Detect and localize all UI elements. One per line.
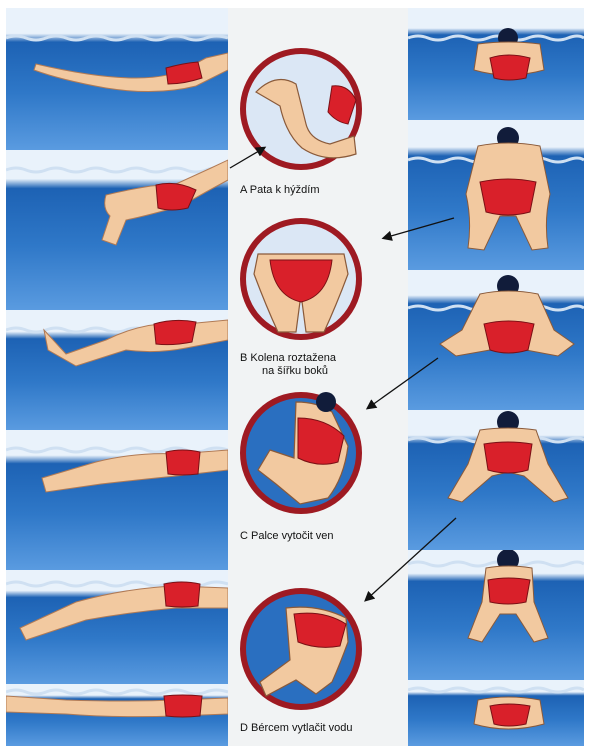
caption-a: A Pata k hýždím [240,184,410,197]
rear-view-panel-3 [408,270,584,410]
detail-circle-c [236,388,366,523]
caption-b-line1: B Kolena roztažena [240,352,410,365]
swim-illustration: A Pata k hýždím B Kolena roztažena na ší… [6,8,584,746]
side-view-column [6,8,228,746]
detail-circle-a [236,44,366,179]
detail-circle-b [236,214,366,349]
caption-c: C Palce vytočit ven [240,530,410,543]
rear-view-panel-4 [408,410,584,550]
side-view-panel-5 [6,570,228,684]
rear-view-column [408,8,584,746]
side-view-panel-2 [6,150,228,310]
rear-view-panel-1 [408,8,584,120]
side-view-panel-3 [6,310,228,430]
side-view-panel-1 [6,8,228,150]
side-view-panel-6 [6,684,228,746]
detail-circle-d [236,584,366,719]
rear-view-panel-6 [408,680,584,746]
caption-d: D Bércem vytlačit vodu [240,722,410,735]
rear-view-panel-5 [408,550,584,680]
caption-b-line2: na šířku boků [262,365,432,378]
side-view-panel-4 [6,430,228,570]
detail-column: A Pata k hýždím B Kolena roztažena na ší… [228,8,408,746]
rear-view-panel-2 [408,120,584,270]
